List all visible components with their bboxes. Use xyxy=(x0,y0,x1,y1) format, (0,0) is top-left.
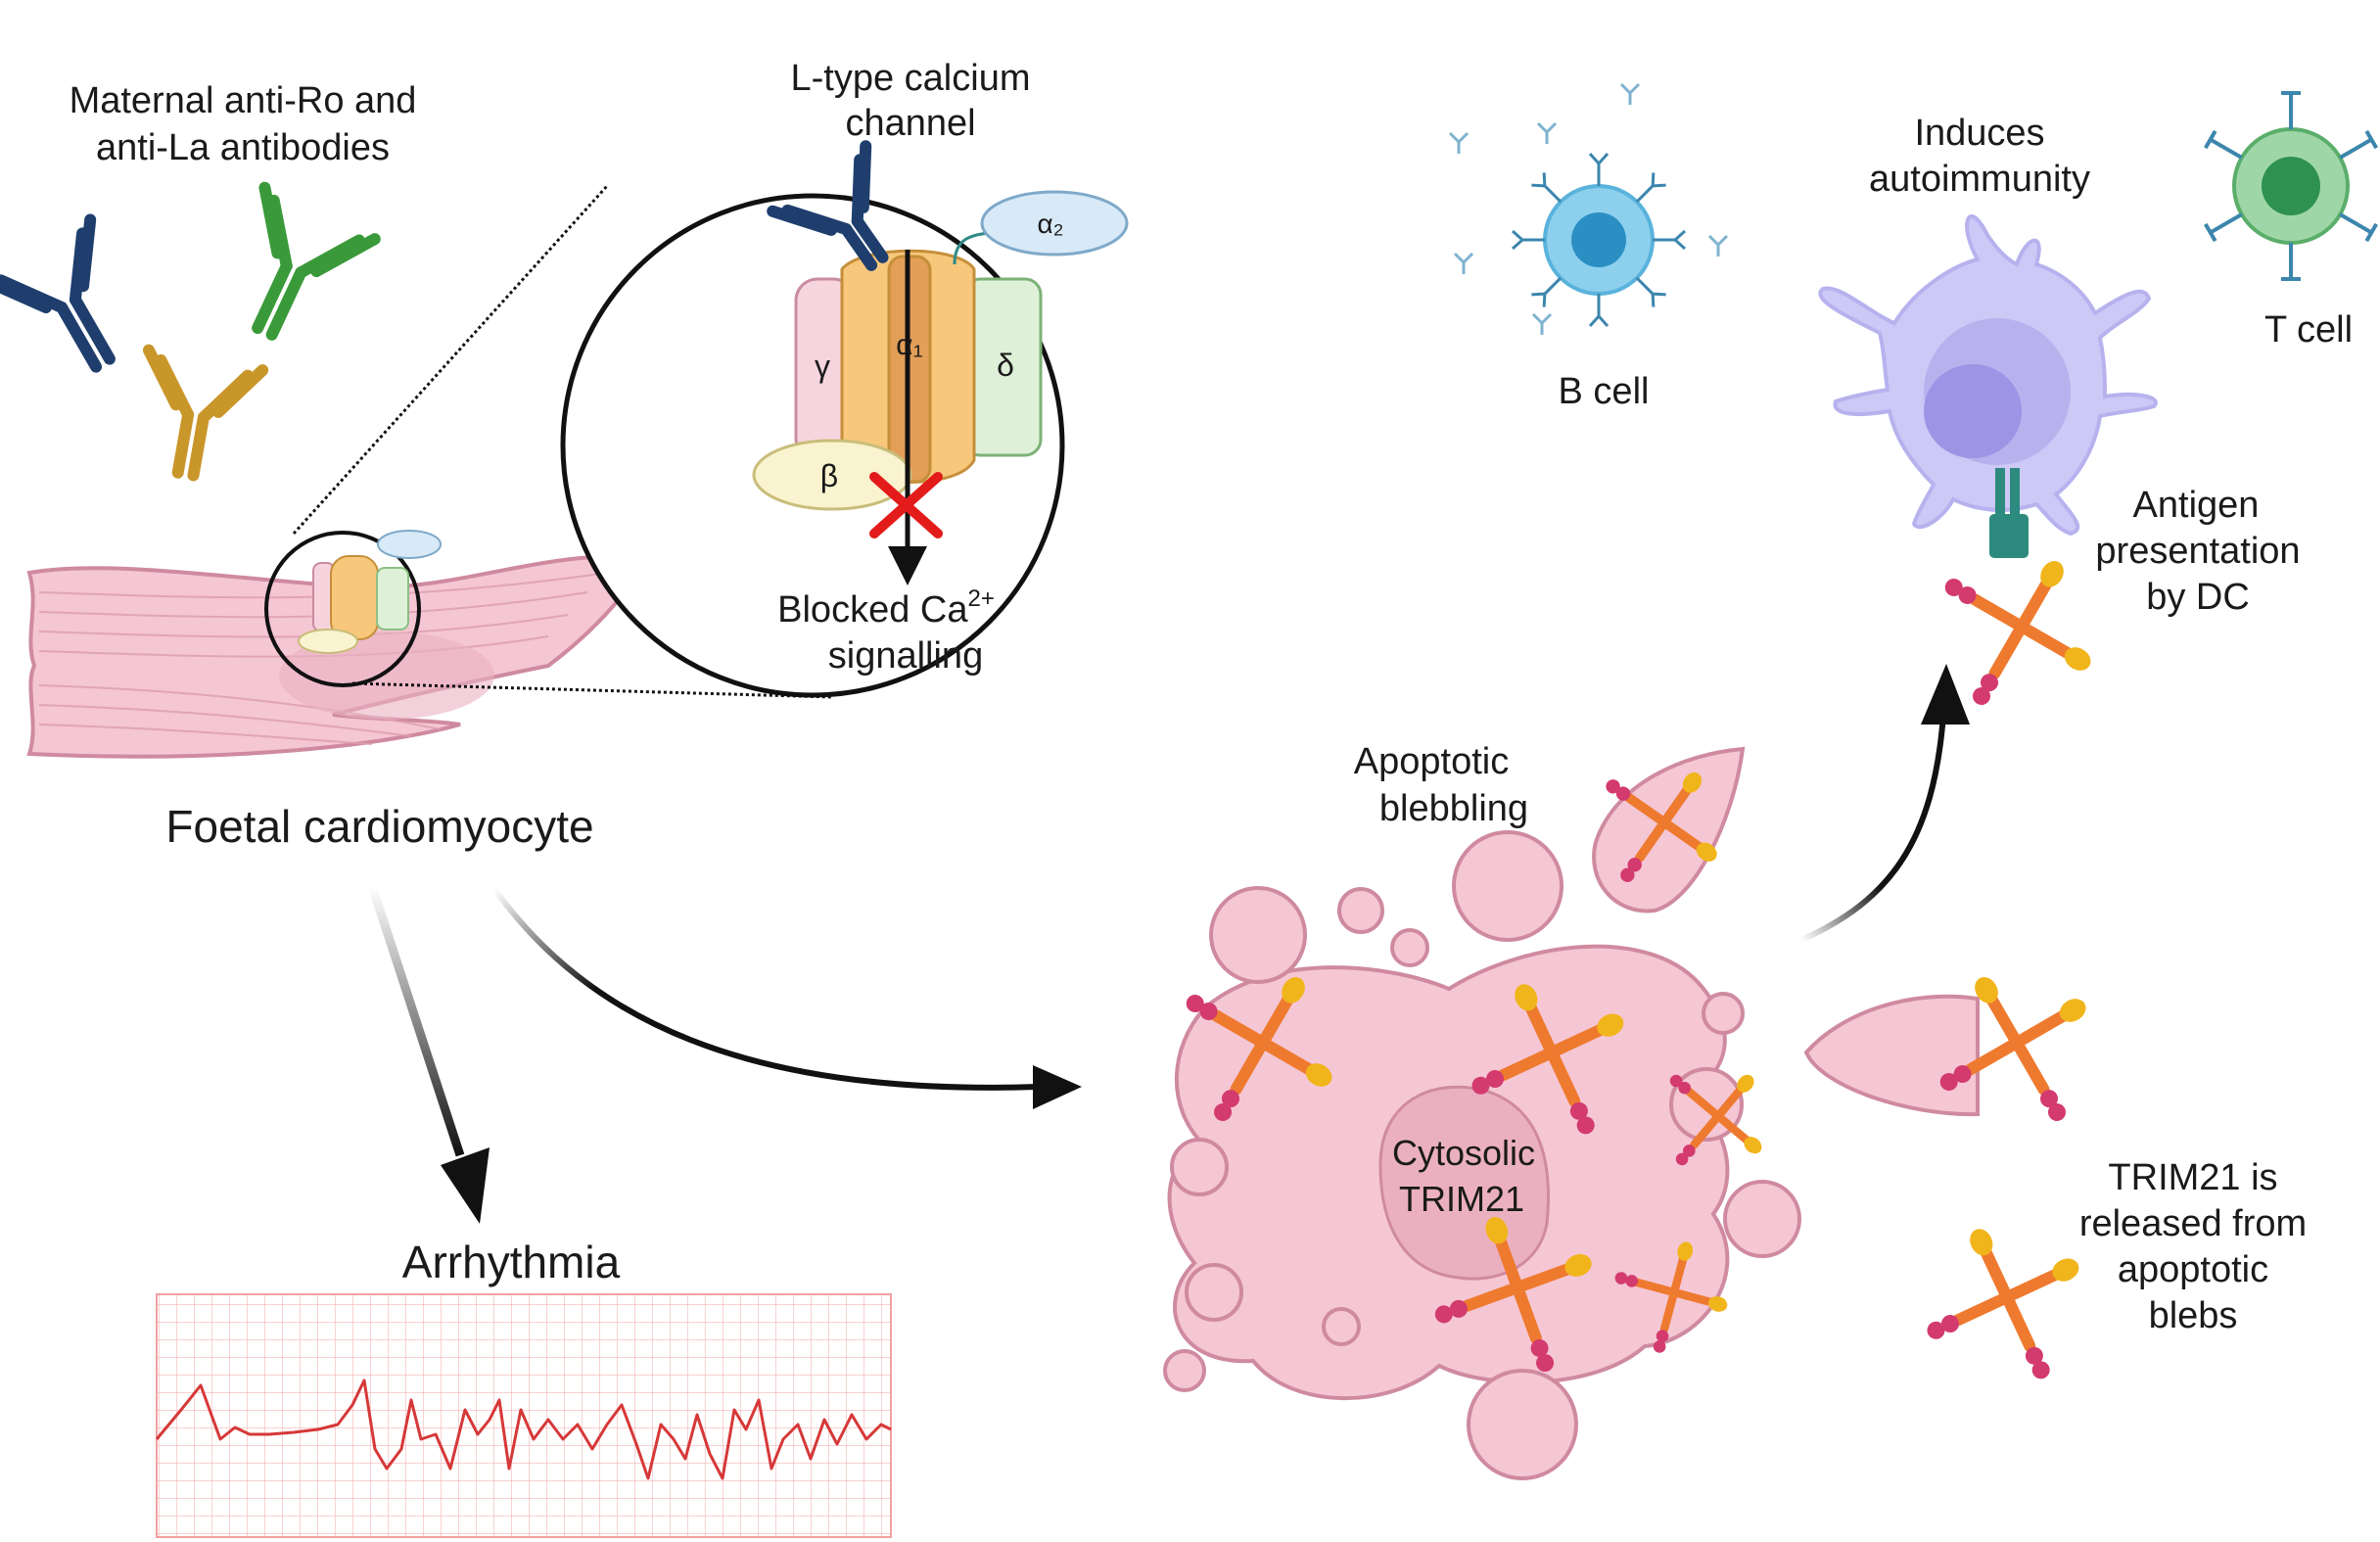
arrow-to-dc xyxy=(1799,664,1970,943)
cytosolic-label-line1: Cytosolic xyxy=(1392,1133,1535,1173)
small-antibody-icon xyxy=(1619,82,1641,105)
trim21-molecule-icon xyxy=(1944,560,2091,706)
zoom-line-upper xyxy=(292,184,609,536)
trim21-molecule-icon xyxy=(1669,1074,1762,1166)
cardiomyocyte-label: Foetal cardiomyocyte xyxy=(165,801,593,852)
delta-label: δ xyxy=(997,348,1014,383)
small-channel-icon xyxy=(264,530,442,687)
antigen-label-line3: by DC xyxy=(2146,577,2250,618)
ecg-strip xyxy=(155,1293,892,1538)
antigen-label-line2: presentation xyxy=(2095,531,2300,572)
blocked-label-line2: signalling xyxy=(828,635,983,677)
antibody-navy-icon xyxy=(0,213,116,373)
trim21-molecule-icon xyxy=(1471,984,1624,1135)
antibody-green-icon xyxy=(252,181,381,341)
channel-label-line2: channel xyxy=(845,103,975,144)
blocked-superscript: 2+ xyxy=(967,585,994,612)
alpha1-label: α₁ xyxy=(896,329,922,361)
trim21-layer xyxy=(1186,560,2091,1379)
b-cell-icon xyxy=(1448,82,1729,335)
t-cell-label: T cell xyxy=(2264,309,2353,350)
maternal-label-line1: Maternal anti-Ro and xyxy=(70,80,417,121)
t-cell-icon xyxy=(2203,91,2379,281)
cardiomyocyte-cell xyxy=(26,554,650,759)
zoom-line-lower xyxy=(351,681,833,699)
gamma-label: γ xyxy=(815,349,830,384)
trim21-molecule-icon xyxy=(1606,771,1717,882)
released-label-line2: released from xyxy=(2079,1203,2307,1244)
b-cell-label: B cell xyxy=(1559,371,1650,412)
trim21-molecule-icon xyxy=(1434,1217,1592,1373)
arrhythmia-label: Arrhythmia xyxy=(402,1237,621,1287)
trim21-molecule-icon xyxy=(1186,976,1332,1122)
arrow-to-arrhythmia xyxy=(367,884,490,1224)
block-x-icon xyxy=(869,472,943,538)
blocked-label-line1: Blocked Ca2+ xyxy=(777,585,995,631)
small-antibody-icon xyxy=(1448,131,1470,154)
alpha2-label: α₂ xyxy=(1037,209,1063,239)
apoptotic-label-line2: blebbling xyxy=(1379,788,1528,829)
apoptotic-label-line1: Apoptotic xyxy=(1354,741,1509,782)
beta-label: β xyxy=(820,458,838,493)
induces-label-line1: Induces xyxy=(1914,113,2044,154)
released-label-line4: blebs xyxy=(2149,1295,2238,1336)
trim21-molecule-icon xyxy=(1927,1229,2079,1379)
dendritic-cell-icon xyxy=(1818,214,2158,558)
released-label-line1: TRIM21 is xyxy=(2108,1157,2277,1198)
calcium-channel-icon xyxy=(752,140,1129,585)
released-bleb xyxy=(1803,994,1980,1117)
cytosolic-label-line2: TRIM21 xyxy=(1399,1179,1524,1219)
arrow-to-apoptosis xyxy=(491,887,1082,1109)
trim21-molecule-icon xyxy=(1939,976,2086,1122)
maternal-label-line2: anti-La antibodies xyxy=(96,127,390,168)
small-antibody-icon xyxy=(1707,234,1729,257)
antibody-gold-icon xyxy=(142,344,269,482)
small-antibody-icon xyxy=(1536,121,1558,144)
small-antibody-icon xyxy=(1531,312,1553,335)
antigen-label-line1: Antigen xyxy=(2133,485,2260,526)
channel-label-line1: L-type calcium xyxy=(791,58,1031,99)
released-label-line3: apoptotic xyxy=(2118,1249,2268,1290)
small-antibody-icon xyxy=(1453,252,1474,274)
induces-label-line2: autoimmunity xyxy=(1869,159,2090,200)
trim21-molecule-icon xyxy=(1614,1241,1728,1353)
